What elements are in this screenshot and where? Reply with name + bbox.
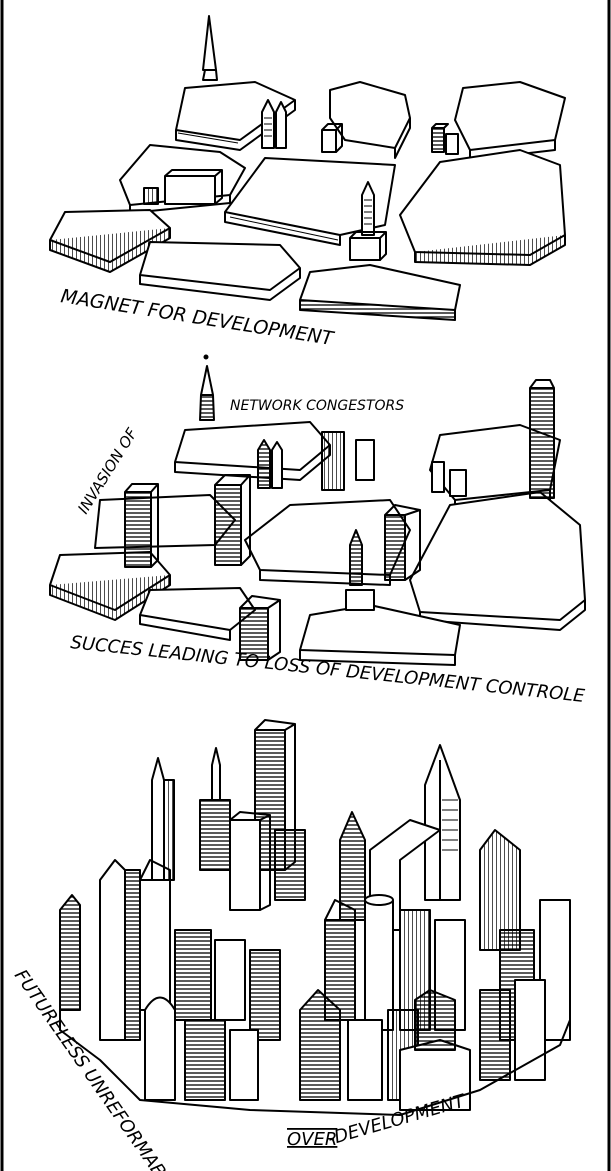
tall-tower bbox=[140, 860, 170, 1010]
city-block bbox=[410, 492, 585, 630]
tall-tower bbox=[400, 980, 545, 1110]
small-building bbox=[346, 590, 374, 610]
spire-tower bbox=[350, 530, 362, 585]
small-building bbox=[350, 232, 386, 260]
tall-tower bbox=[530, 380, 554, 498]
spire-tower bbox=[200, 356, 214, 421]
spire-tower bbox=[203, 16, 217, 80]
tall-tower bbox=[322, 432, 374, 490]
small-building bbox=[322, 124, 342, 152]
tall-tower bbox=[425, 745, 460, 900]
city-block bbox=[140, 588, 255, 640]
caption-magnet-for-development: MAGNET FOR DEVELOPMENT bbox=[59, 285, 336, 350]
panel-magnet-for-development bbox=[50, 16, 565, 320]
city-block bbox=[455, 82, 565, 160]
tall-tower bbox=[385, 505, 420, 580]
city-block bbox=[300, 605, 460, 665]
city-block bbox=[300, 265, 460, 320]
spire-tower bbox=[362, 182, 374, 235]
city-block bbox=[175, 422, 330, 480]
city-block bbox=[140, 242, 300, 300]
city-block bbox=[400, 150, 565, 265]
annotation-network-congestors: NETWORK CONGESTORS bbox=[230, 398, 404, 414]
tall-tower bbox=[100, 860, 140, 1040]
tall-tower bbox=[215, 475, 250, 565]
tall-tower bbox=[60, 895, 80, 1010]
panel-over-development bbox=[60, 720, 570, 1115]
small-building bbox=[432, 124, 458, 154]
spire-tower bbox=[200, 748, 230, 870]
